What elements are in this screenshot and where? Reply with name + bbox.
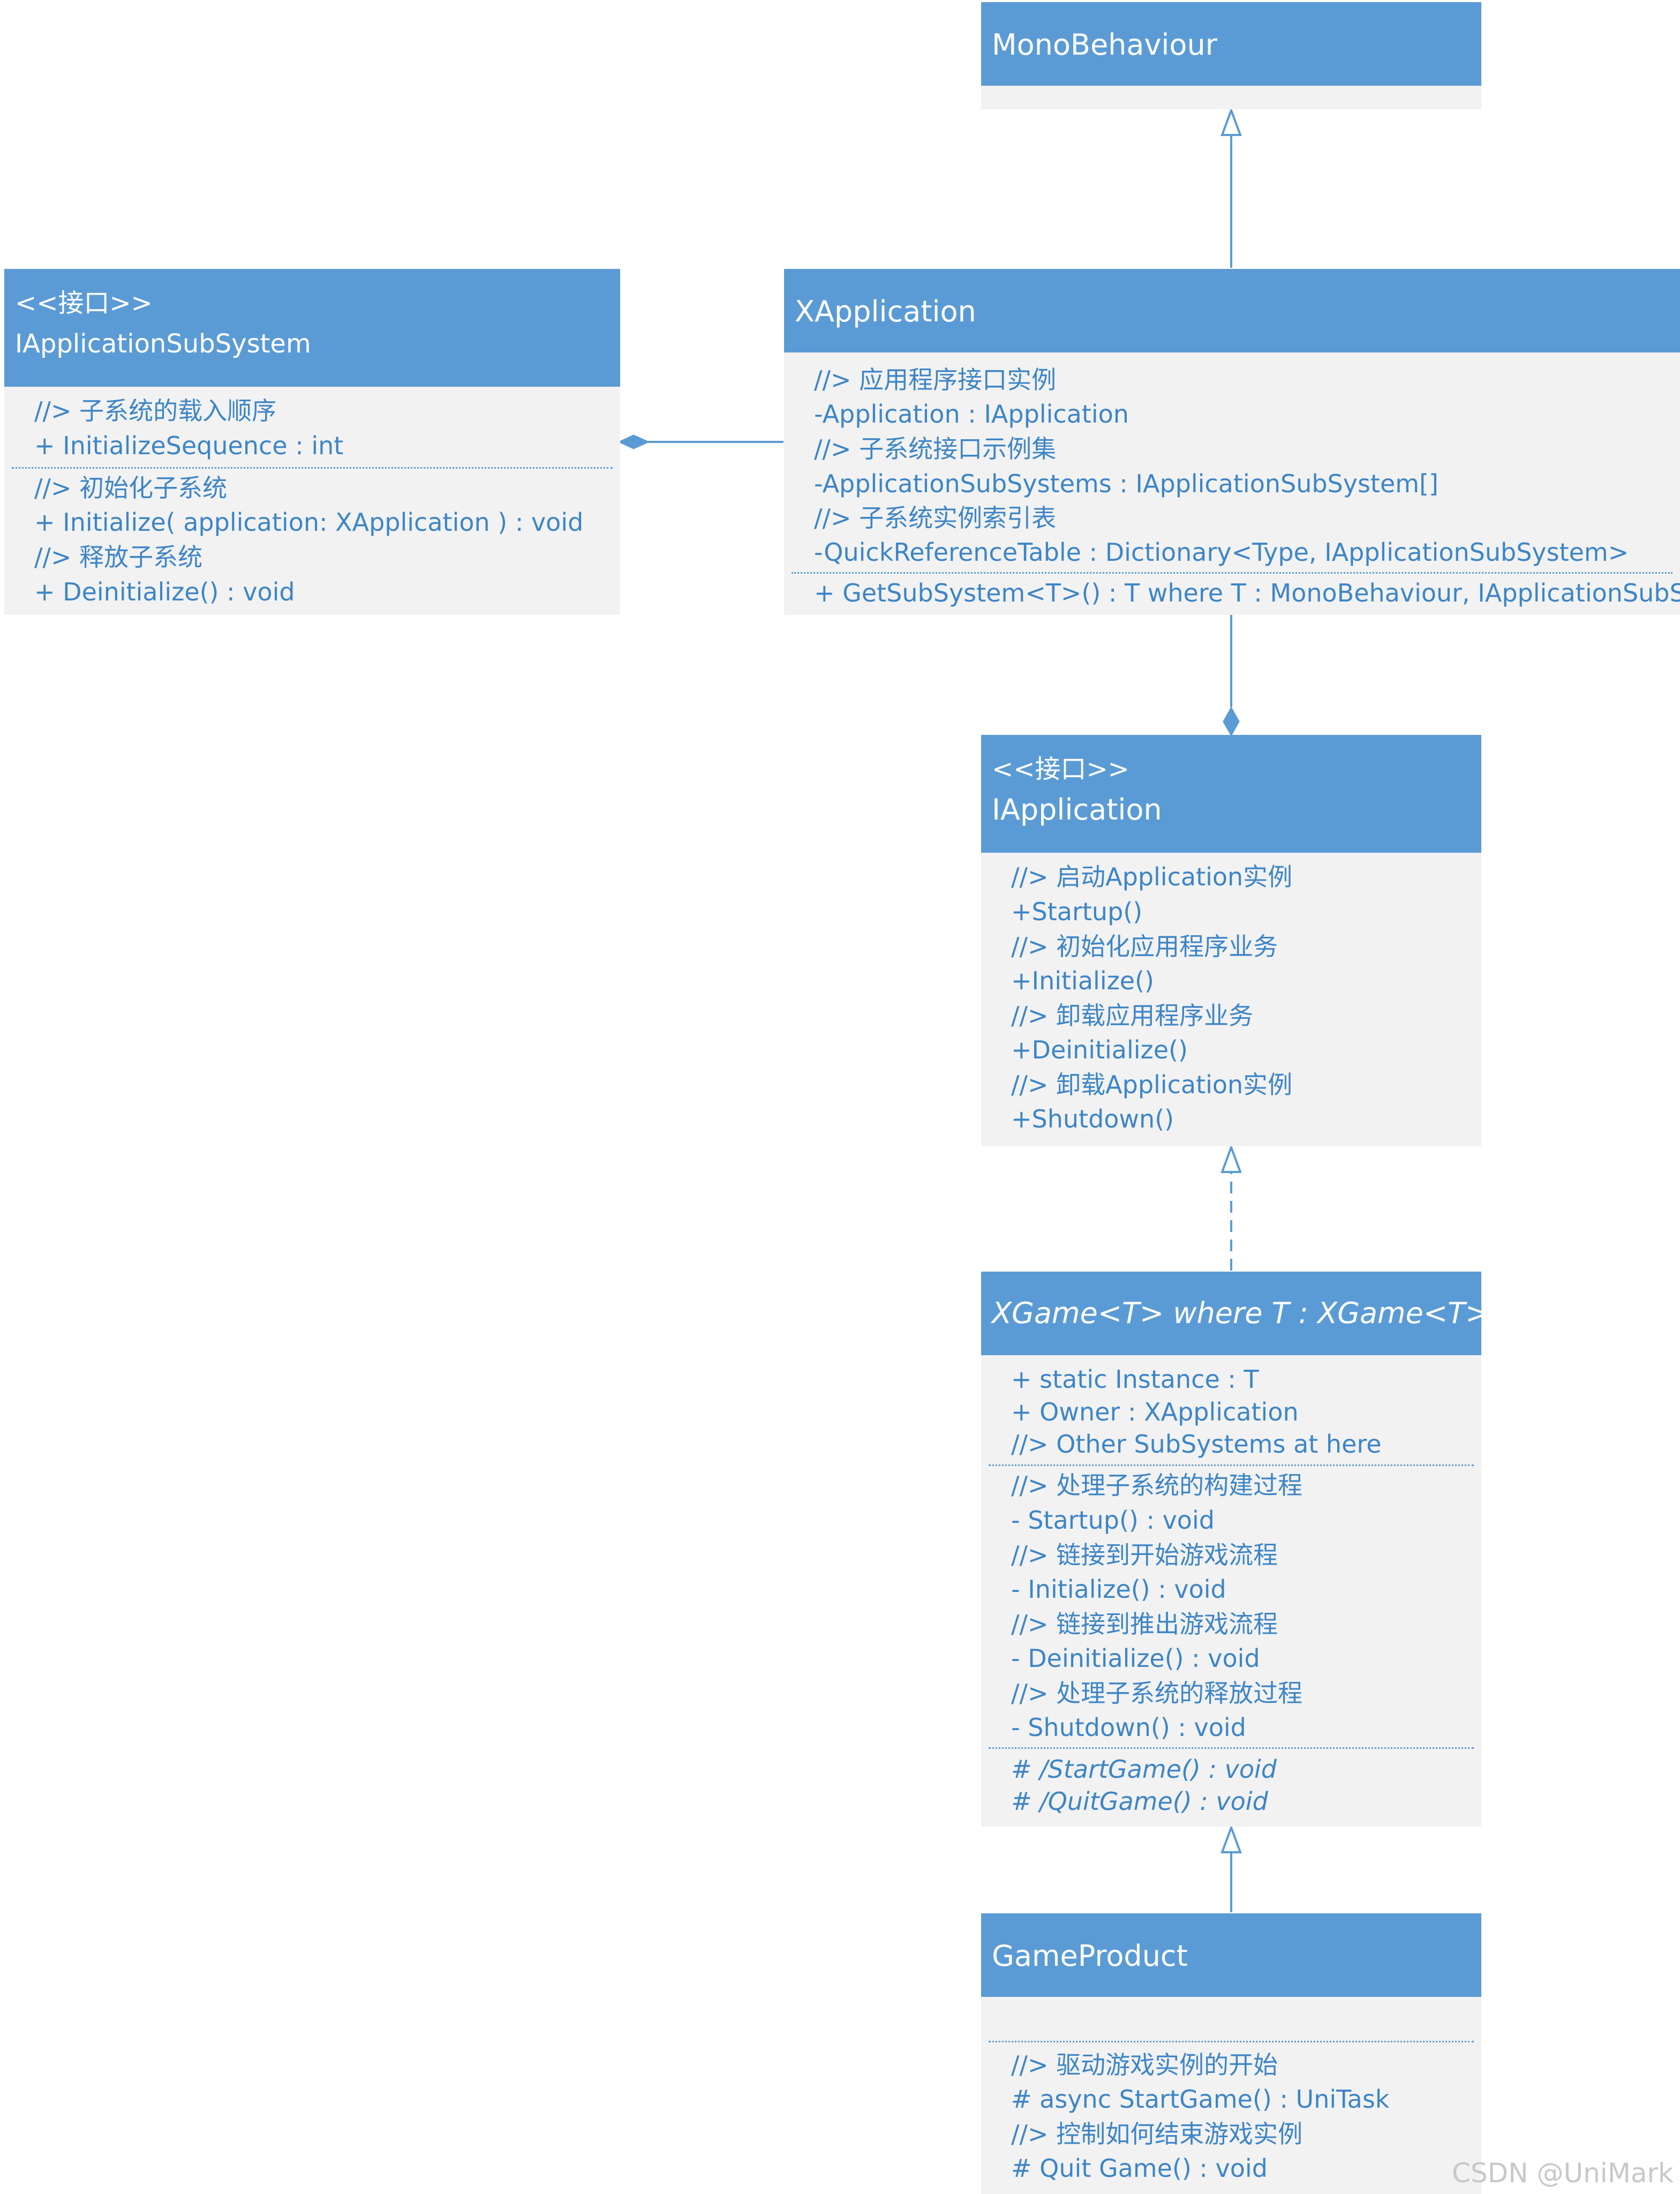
- operation-line: //> 卸载应用程序业务: [1011, 1001, 1254, 1030]
- operation-line: //> 链接到推出游戏流程: [1011, 1610, 1278, 1639]
- operation-line: # Quit Game() : void: [1011, 2154, 1268, 2183]
- operation-line: + Deinitialize() : void: [34, 577, 295, 606]
- generalization-arrowhead: [1221, 1824, 1242, 1853]
- class-name: GameProduct: [992, 1939, 1188, 1973]
- class-header: XGame<T> where T : XGame<T>: [981, 1272, 1489, 1355]
- operation-line: //> 释放子系统: [34, 543, 203, 572]
- class-stereotype: <<接口>>: [992, 754, 1129, 784]
- class-name: XGame<T> where T : XGame<T>: [992, 1296, 1490, 1330]
- operation-line: +Deinitialize(): [1011, 1035, 1188, 1064]
- composition-diamond: [617, 434, 650, 449]
- class-name: IApplication: [992, 793, 1162, 826]
- class-iapplication: <<接口>> IApplication //> 启动Application实例 …: [981, 735, 1481, 1146]
- compartment-separator: [989, 1747, 1474, 1749]
- abstract-operation-line: # /StartGame() : void: [1011, 1755, 1277, 1784]
- operation-line: - Initialize() : void: [1011, 1575, 1226, 1604]
- operation-line: //> 驱动游戏实例的开始: [1011, 2050, 1278, 2079]
- class-header: MonoBehaviour: [981, 2, 1481, 86]
- operation-line: //> 初始化应用程序业务: [1011, 932, 1278, 961]
- compartment-separator: [989, 1464, 1474, 1466]
- class-stereotype: <<接口>>: [15, 288, 153, 318]
- attribute-line: //> 子系统的载入顺序: [34, 396, 277, 425]
- attribute-line: //> 子系统实例索引表: [814, 504, 1057, 532]
- attribute-line: //> 应用程序接口实例: [814, 365, 1057, 394]
- class-monobehaviour: MonoBehaviour: [981, 2, 1481, 109]
- class-xapplication: XApplication //> 应用程序接口实例 -Application :…: [784, 269, 1680, 615]
- operation-line: + Initialize( application: XApplication …: [34, 508, 584, 537]
- operation-line: + GetSubSystem<T>() : T where T : MonoBe…: [814, 578, 1680, 607]
- attribute-line: + InitializeSequence : int: [34, 431, 344, 460]
- compartment-separator: [792, 572, 1673, 574]
- operation-line: +Startup(): [1011, 897, 1143, 926]
- operation-line: //> 链接到开始游戏流程: [1011, 1541, 1278, 1569]
- class-header: GameProduct: [981, 1913, 1481, 1997]
- operation-line: //> 处理子系统的释放过程: [1011, 1679, 1303, 1708]
- operation-line: +Initialize(): [1011, 966, 1154, 995]
- realization-arrowhead: [1221, 1144, 1242, 1173]
- attribute-line: + Owner : XApplication: [1011, 1397, 1299, 1426]
- class-gameproduct: GameProduct //> 驱动游戏实例的开始 # async StartG…: [981, 1913, 1481, 2194]
- attribute-line: -QuickReferenceTable : Dictionary<Type, …: [814, 538, 1629, 567]
- operation-line: - Deinitialize() : void: [1011, 1644, 1260, 1673]
- operation-line: //> 处理子系统的构建过程: [1011, 1471, 1303, 1500]
- operation-line: //> 初始化子系统: [34, 474, 228, 502]
- operation-line: //> 卸载Application实例: [1011, 1070, 1293, 1099]
- compartment-separator: [12, 467, 613, 469]
- class-header: <<接口>> IApplicationSubSystem: [4, 269, 620, 387]
- class-name: XApplication: [795, 295, 976, 328]
- operation-line: //> 启动Application实例: [1011, 862, 1293, 891]
- attribute-line: -ApplicationSubSystems : IApplicationSub…: [814, 469, 1438, 498]
- composition-diamond: [1223, 706, 1240, 737]
- class-name: IApplicationSubSystem: [15, 329, 311, 359]
- attribute-line: //> 子系统接口示例集: [814, 434, 1057, 463]
- class-name: MonoBehaviour: [992, 28, 1217, 62]
- operation-line: # async StartGame() : UniTask: [1011, 2085, 1390, 2114]
- class-iapplicationsubsystem: <<接口>> IApplicationSubSystem //> 子系统的载入顺…: [4, 269, 620, 615]
- class-xgame: XGame<T> where T : XGame<T> + static Ins…: [981, 1272, 1489, 1827]
- operation-line: - Startup() : void: [1011, 1506, 1215, 1535]
- operation-line: - Shutdown() : void: [1011, 1713, 1246, 1742]
- class-header: XApplication: [784, 269, 1680, 352]
- class-header: <<接口>> IApplication: [981, 735, 1481, 853]
- operation-line: //> 控制如何结束游戏实例: [1011, 2120, 1303, 2148]
- generalization-arrowhead: [1221, 107, 1242, 136]
- attribute-line: -Application : IApplication: [814, 400, 1129, 429]
- compartment-separator: [989, 2041, 1474, 2042]
- attribute-line: //> Other SubSystems at here: [1011, 1430, 1382, 1459]
- operation-line: +Shutdown(): [1011, 1104, 1174, 1133]
- watermark: CSDN @UniMark: [1452, 2158, 1674, 2189]
- attribute-line: + static Instance : T: [1011, 1365, 1259, 1394]
- abstract-operation-line: # /QuitGame() : void: [1011, 1787, 1268, 1816]
